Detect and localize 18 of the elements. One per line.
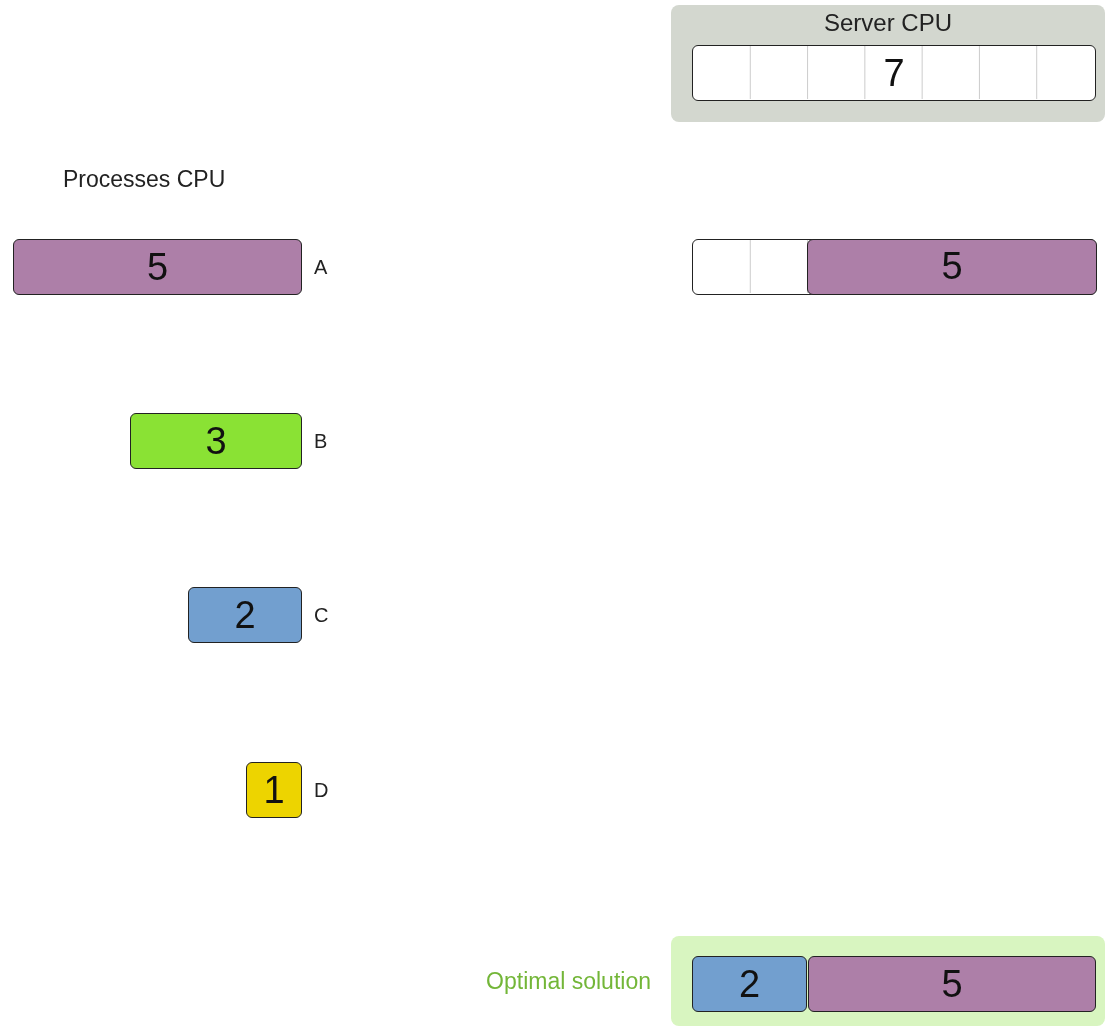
process-bar: 5 (13, 239, 302, 295)
solution-caption: Optimal solution (486, 968, 651, 995)
assigned-process-bar: 5 (808, 956, 1096, 1012)
server-panel (671, 5, 1105, 122)
process-bar: 3 (130, 413, 302, 469)
capacity-bar (692, 239, 1096, 295)
assigned-process-bar: 5 (807, 238, 1097, 295)
process-bar: 2 (188, 587, 302, 643)
process-name: B (314, 430, 328, 453)
process-name: D (314, 779, 329, 802)
solution-panel (671, 936, 1105, 1026)
column-heading: Processes CPU (63, 166, 226, 193)
assigned-process-bar: 2 (692, 956, 807, 1012)
capacity-bar: 7 (692, 45, 1096, 101)
process-bar: 1 (246, 762, 302, 818)
process-name: C (314, 604, 329, 627)
process-name: A (314, 256, 328, 279)
panel-title: Server CPU (824, 9, 952, 37)
